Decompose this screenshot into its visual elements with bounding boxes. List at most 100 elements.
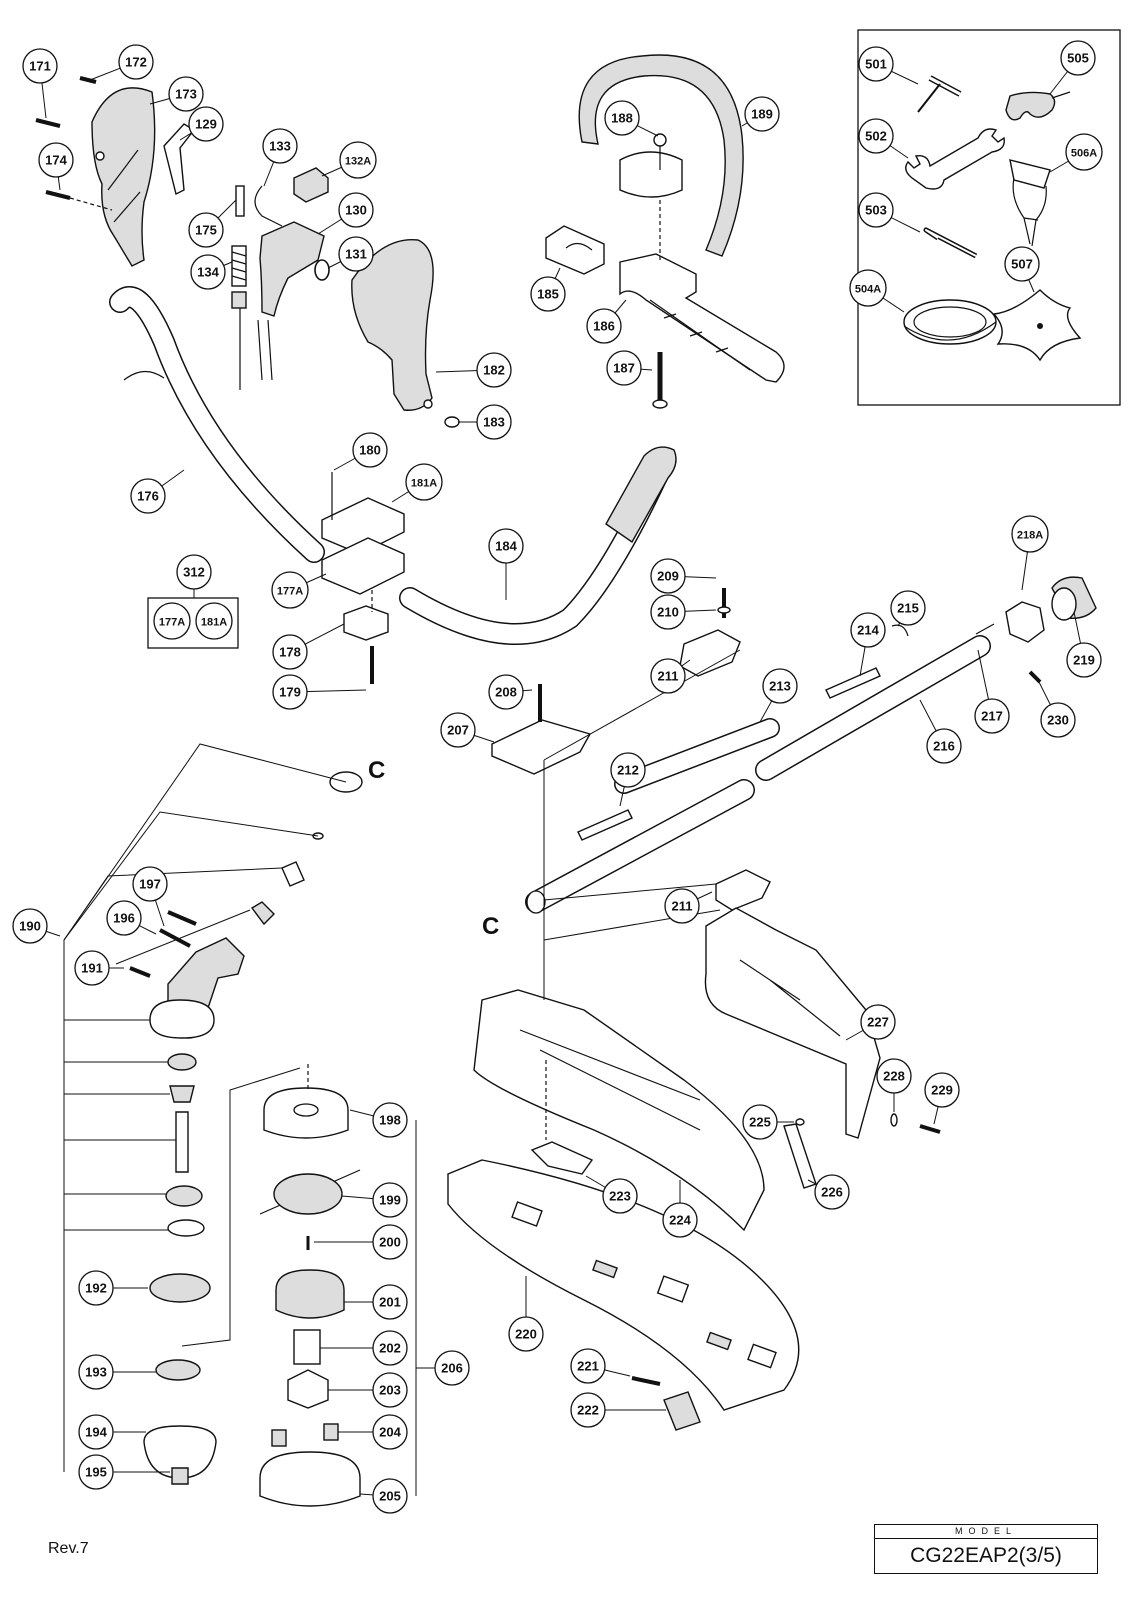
label-bubble	[650, 594, 686, 630]
label-text: 504A	[855, 284, 881, 296]
spanner-icon	[905, 128, 1005, 190]
label-text: 174	[45, 153, 67, 168]
label-bubble	[530, 276, 566, 312]
label-text: 172	[125, 55, 147, 70]
part-label-211: 211	[650, 658, 691, 694]
part-label-507: 507	[1004, 246, 1040, 293]
label-bubble	[924, 1072, 960, 1108]
guard-hardware-icon	[783, 1113, 941, 1189]
part-label-212: 212	[610, 752, 646, 807]
part-label-204: 204	[338, 1414, 408, 1450]
part-label-230: 230	[1037, 679, 1076, 738]
label-bubble	[272, 634, 308, 670]
label-text: 178	[279, 645, 301, 660]
shaft-end-fittings-icon	[975, 576, 1097, 684]
label-text: 171	[29, 59, 51, 74]
part-label-213: 213	[759, 668, 798, 723]
part-label-180: 180	[333, 432, 388, 471]
label-bubble	[488, 674, 524, 710]
label-text: 506A	[1071, 148, 1097, 160]
label-text: 173	[175, 87, 197, 102]
label-bubble	[664, 888, 700, 924]
part-label-205: 205	[359, 1478, 408, 1514]
label-text: 181A	[411, 478, 437, 490]
label-text: 183	[483, 415, 505, 430]
accessory-box	[857, 29, 1121, 406]
part-label-178: 178	[272, 623, 345, 670]
part-label-176: 176	[130, 469, 185, 514]
gear-case-assembly-icon	[129, 771, 363, 1485]
label-bubble	[610, 752, 646, 788]
label-text: 197	[139, 877, 161, 892]
label-bubble	[271, 571, 309, 609]
label-bubble	[78, 1414, 114, 1450]
handle-clamp-icon	[545, 225, 605, 275]
label-bubble	[339, 141, 377, 179]
label-bubble	[78, 1270, 114, 1306]
label-text: 191	[81, 961, 103, 976]
part-label-501: 501	[858, 46, 919, 85]
label-bubble	[650, 658, 686, 694]
part-label-190: 190	[12, 908, 61, 944]
label-bubble	[476, 404, 512, 440]
label-bubble	[606, 350, 642, 386]
label-bubble	[405, 463, 443, 501]
label-text: 229	[931, 1083, 953, 1098]
part-label-187: 187	[606, 350, 653, 386]
label-text: 177A	[159, 617, 185, 629]
label-bubble	[850, 612, 886, 648]
throttle-cable-parts-icon	[231, 185, 283, 390]
label-text: 186	[593, 319, 615, 334]
label-text: 129	[195, 117, 217, 132]
part-label-171: 171	[22, 48, 58, 119]
label-text: 184	[495, 539, 517, 554]
part-label-206: 206	[416, 1350, 470, 1386]
part-label-504a: 504A	[849, 269, 905, 313]
label-text: 194	[85, 1425, 107, 1440]
label-text: 502	[865, 129, 887, 144]
label-bubble	[1040, 702, 1076, 738]
model-box: MODEL CG22EAP2(3/5)	[874, 1524, 1098, 1574]
label-bubble	[1004, 246, 1040, 282]
safety-glasses-icon	[1005, 91, 1071, 121]
label-bubble	[1066, 642, 1102, 678]
throttle-housing-left-icon	[91, 87, 156, 267]
part-label-227: 227	[845, 1004, 896, 1041]
label-bubble	[570, 1392, 606, 1428]
part-label-132a: 132A	[321, 141, 377, 179]
label-text: 211	[672, 899, 693, 914]
label-text: 185	[537, 287, 559, 302]
part-label-207: 207	[440, 712, 495, 748]
part-label-192: 192	[78, 1270, 148, 1306]
part-label-226: 226	[807, 1174, 850, 1210]
label-text: 226	[821, 1185, 843, 1200]
part-label-183: 183	[458, 404, 512, 440]
label-bubble	[849, 269, 887, 307]
label-bubble	[195, 602, 233, 640]
part-label-217: 217	[974, 649, 1010, 734]
label-bubble	[188, 212, 224, 248]
label-bubble	[1060, 40, 1096, 76]
label-text: 177A	[277, 586, 303, 598]
part-label-208: 208	[488, 674, 533, 710]
label-bubble	[78, 1354, 114, 1390]
label-bubble	[586, 308, 622, 344]
label-text: 212	[617, 763, 639, 778]
guard-plate-icon	[704, 907, 881, 1139]
label-bubble	[38, 142, 74, 178]
part-label-201: 201	[344, 1284, 408, 1320]
label-bubble	[434, 1350, 470, 1386]
label-text: 216	[933, 739, 955, 754]
part-label-177a: 177A	[271, 571, 327, 609]
part-label-211: 211	[664, 888, 713, 924]
bolt-icon	[652, 352, 668, 409]
label-text: 213	[769, 679, 791, 694]
part-label-221: 221	[570, 1348, 631, 1384]
guard-cover-icon	[447, 1159, 800, 1411]
part-label-199: 199	[341, 1182, 408, 1218]
section-marker-c-bottom: C	[482, 913, 499, 940]
part-label-173: 173	[149, 76, 204, 112]
label-bubble	[132, 866, 168, 902]
part-label-197: 197	[132, 866, 168, 927]
label-text: 187	[613, 361, 635, 376]
